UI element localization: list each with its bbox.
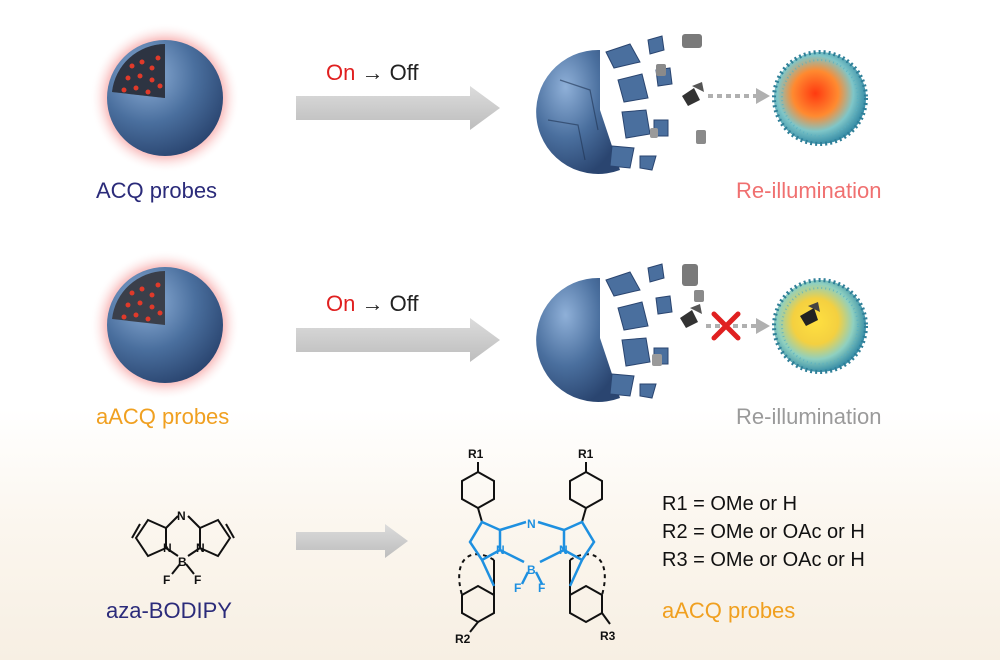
atom-b: B bbox=[178, 555, 187, 569]
label-r2: R2 bbox=[455, 632, 471, 646]
aacq-atom-n-right: N bbox=[559, 543, 568, 557]
arrow-symbol: → bbox=[361, 60, 384, 85]
arrow-symbol: → bbox=[361, 291, 384, 316]
process-arrow-3 bbox=[296, 524, 408, 558]
aacq-core-atoms: N N N B F F bbox=[496, 517, 568, 595]
atom-n-left: N bbox=[163, 541, 172, 555]
aacq-probe-sphere bbox=[90, 250, 240, 400]
label-r1-right: R1 bbox=[578, 447, 594, 461]
reilluminated-micelle-2 bbox=[772, 278, 868, 374]
off-text: Off bbox=[389, 60, 419, 85]
definition-r3: R3 = OMe or OAc or H bbox=[662, 549, 865, 571]
aza-bodipy-label: aza-BODIPY bbox=[106, 598, 232, 623]
reillumination-label-2: Re-illumination bbox=[736, 404, 882, 429]
aacq-core-blue bbox=[468, 520, 596, 587]
acq-probes-label: ACQ probes bbox=[96, 178, 218, 203]
on-off-label-1: On → Off bbox=[326, 60, 419, 86]
dye-dots bbox=[121, 55, 163, 95]
atom-f-left: F bbox=[163, 573, 170, 587]
on-text: On bbox=[326, 291, 356, 316]
on-off-label-2: On → Off bbox=[326, 291, 419, 317]
block-cross-icon bbox=[711, 311, 741, 341]
definition-r1: R1 = OMe or H bbox=[662, 493, 798, 515]
aacq-atom-f-right: F bbox=[538, 581, 545, 595]
process-arrow-1 bbox=[296, 86, 500, 130]
broken-sphere-1 bbox=[536, 35, 673, 174]
aacq-atom-n-bridge: N bbox=[527, 517, 536, 531]
atom-n-right: N bbox=[196, 541, 205, 555]
aza-bodipy-structure bbox=[131, 515, 235, 575]
atom-f-right: F bbox=[194, 573, 201, 587]
reilluminated-micelle-1 bbox=[772, 50, 868, 146]
aacq-atom-n-left: N bbox=[496, 543, 505, 557]
on-text: On bbox=[326, 60, 356, 85]
broken-sphere-2 bbox=[536, 263, 673, 402]
dye-fragments-2 bbox=[652, 264, 704, 366]
aacq-probes-label: aACQ probes bbox=[96, 404, 230, 429]
atom-n-bridge: N bbox=[177, 509, 186, 523]
process-arrow-2 bbox=[296, 318, 500, 362]
substituent-definitions: R1 = OMe or H R2 = OMe or OAc or H R3 = … bbox=[662, 490, 865, 574]
aacq-atom-b: B bbox=[527, 563, 536, 577]
aza-bodipy-atoms: N N N B F F bbox=[163, 509, 205, 587]
off-text: Off bbox=[389, 291, 419, 316]
aacq-product-label: aACQ probes bbox=[662, 598, 796, 623]
aacq-structure bbox=[458, 462, 611, 633]
label-r1-left: R1 bbox=[468, 447, 484, 461]
reillumination-label-1: Re-illumination bbox=[736, 178, 882, 203]
dye-fragments-1 bbox=[650, 34, 706, 144]
aacq-substituents: R1 R1 R2 R3 bbox=[455, 447, 616, 646]
label-r3: R3 bbox=[600, 629, 616, 643]
dye-dots bbox=[121, 282, 163, 322]
acq-probe-sphere bbox=[90, 23, 240, 173]
aacq-atom-f-left: F bbox=[514, 581, 521, 595]
definition-r2: R2 = OMe or OAc or H bbox=[662, 521, 865, 543]
